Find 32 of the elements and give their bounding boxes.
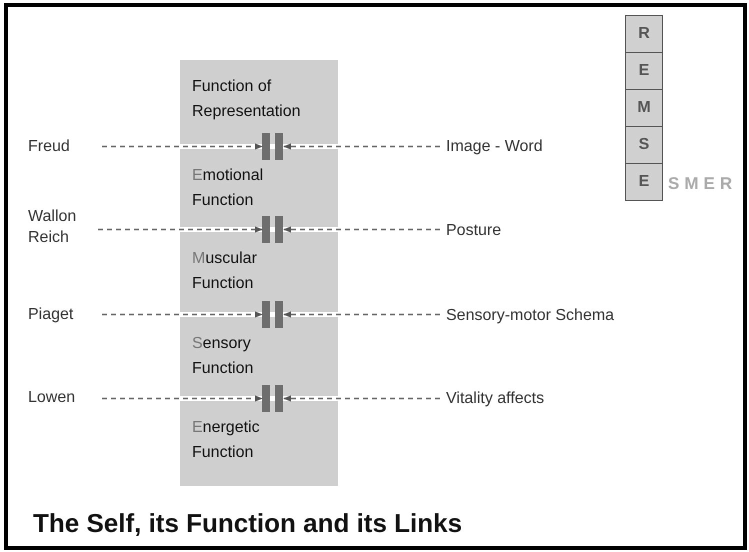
dashed-arrow [102, 311, 263, 318]
function-band: Energetic Function [180, 401, 338, 486]
source-text: Posture [446, 221, 502, 241]
dashed-arrow [283, 226, 440, 233]
dashed-arrow [102, 143, 263, 150]
function-band: Emotional Function [180, 149, 338, 227]
source-text: Sensory-motor Schema [446, 306, 614, 326]
dashed-arrow [283, 143, 440, 150]
double-bar-mark [262, 385, 283, 412]
letter-box: E [625, 163, 663, 201]
letter-box: M [625, 89, 663, 127]
double-bar-mark [262, 133, 283, 160]
letter-box: E [625, 52, 663, 90]
source-text: Freud [28, 137, 71, 157]
letter-box: S [625, 126, 663, 164]
dashed-arrow [102, 395, 263, 402]
acronym-text: SMER [668, 174, 738, 194]
double-bar-mark [262, 216, 283, 243]
source-text: Lowen [28, 388, 76, 408]
title: The Self, its Function and its Links [33, 508, 462, 539]
double-bar-mark [262, 301, 283, 328]
dashed-arrow [283, 395, 440, 402]
dashed-arrow [98, 226, 263, 233]
letter-box: R [625, 15, 663, 53]
source-text: Image - Word [446, 137, 543, 157]
dashed-arrow [283, 311, 440, 318]
source-text: Wallon Reich [28, 207, 78, 248]
function-band: Muscular Function [180, 232, 338, 312]
source-text: Vitality affects [446, 389, 544, 409]
function-band: Sensory Function [180, 317, 338, 396]
function-band: Function of Representation [180, 60, 338, 144]
source-text: Piaget [28, 305, 74, 325]
